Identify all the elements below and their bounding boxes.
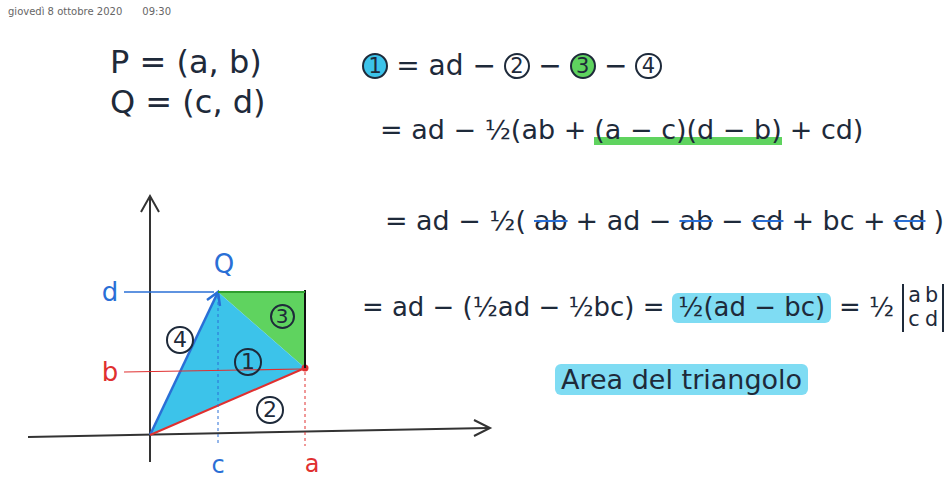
formula-text: = ad − ½(ab + xyxy=(380,114,586,145)
y-arrowhead xyxy=(141,196,159,212)
callout-number: 1 xyxy=(234,348,262,376)
formula-text: + bc + xyxy=(791,206,885,237)
formula-text: = ad − ½( xyxy=(385,206,526,237)
axis-label: d xyxy=(102,278,119,307)
formula-line: Q = (c, d) xyxy=(110,84,266,121)
determinant: abcd xyxy=(902,284,944,332)
formula-text: = ad − (½ad − ½bc) = xyxy=(362,293,664,323)
formula-text: b xyxy=(925,284,938,308)
formula-text: − xyxy=(604,50,627,82)
formula-text: Q = (c, d) xyxy=(110,84,266,121)
callout-number: 3 xyxy=(270,304,295,329)
formula-line: 1= ad −2−3−4 xyxy=(362,50,662,82)
formula-line: Area del triangolo xyxy=(555,364,808,395)
formula-text: + ad − xyxy=(576,206,672,237)
formula-text: ½(ad − bc) xyxy=(672,293,831,323)
formula-text: = ½ xyxy=(839,293,894,323)
callout-number: 4 xyxy=(635,53,661,79)
formula-line: giovedì 8 ottobre 2020 09:30 xyxy=(8,6,171,18)
formula-text: = ad − xyxy=(396,50,496,82)
d-guide xyxy=(124,291,214,293)
axis-label: c xyxy=(211,452,224,478)
formula-text: (a − c)(d − b) xyxy=(594,114,781,145)
blue-triangle xyxy=(150,292,305,435)
axis-label: a xyxy=(305,451,320,477)
formula-text: giovedì 8 ottobre 2020 xyxy=(8,6,122,18)
callout-number: 3 xyxy=(570,53,596,79)
y-axis xyxy=(149,198,151,462)
formula-text: Area del triangolo xyxy=(555,364,808,395)
callout-number: 4 xyxy=(166,326,194,354)
x-arrowhead xyxy=(474,420,490,436)
x-axis xyxy=(28,428,488,437)
formula-text: 09:30 xyxy=(142,6,171,18)
callout-number: 1 xyxy=(362,53,388,79)
formula-line: = ad − (½ad − ½bc) = ½(ad − bc) = ½ abcd xyxy=(362,284,944,332)
formula-text: − xyxy=(538,50,561,82)
axis-label: Q xyxy=(214,250,234,279)
formula-text: − xyxy=(721,206,744,237)
box-edge xyxy=(304,290,306,368)
vector-p xyxy=(150,368,305,435)
formula-text: + cd) xyxy=(790,114,864,145)
vector-q xyxy=(150,292,218,435)
callout-number: 2 xyxy=(504,53,530,79)
callout-number: 2 xyxy=(256,396,284,424)
a-guide xyxy=(305,372,306,446)
formula-text: a xyxy=(908,284,921,308)
formula-text: ab xyxy=(679,206,713,237)
formula-text: ) xyxy=(934,206,945,237)
box-top xyxy=(218,291,305,293)
formula-text: d xyxy=(925,308,938,332)
b-guide xyxy=(124,369,301,372)
formula-line: P = (a, b) xyxy=(110,44,262,81)
formula-line: = ad − ½(ab+ ad −ab−cd+ bc +cd) xyxy=(385,206,944,237)
axis-label: b xyxy=(102,358,119,387)
formula-text: cd xyxy=(752,206,784,237)
formula-text: cd xyxy=(894,206,926,237)
formula-text: ab xyxy=(534,206,568,237)
formula-text: c xyxy=(908,308,921,332)
formula-line: = ad − ½(ab + (a − c)(d − b) + cd) xyxy=(380,114,863,145)
formula-text: P = (a, b) xyxy=(110,44,262,81)
